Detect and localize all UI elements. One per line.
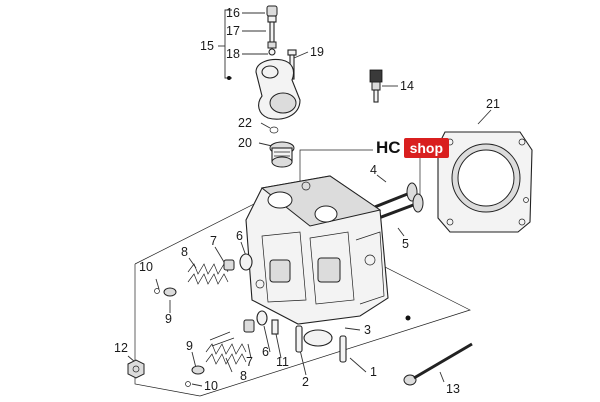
part-16-cap (266, 5, 278, 23)
callout-6-lower: 6 (262, 345, 269, 359)
callout-18: 18 (226, 47, 240, 61)
callout-5: 5 (402, 237, 409, 251)
callout-4: 4 (370, 163, 377, 177)
callout-7-upper: 7 (210, 234, 217, 248)
callout-9-lower: 9 (186, 339, 193, 353)
part-21-gasket (437, 131, 533, 233)
callout-22: 22 (238, 116, 252, 130)
part-10-keeper-upper (154, 288, 160, 294)
part-20-thermostat (269, 141, 295, 168)
callout-11: 11 (276, 355, 289, 369)
callout-16: 16 (226, 6, 240, 20)
hcshop-logo: HC shop (373, 138, 465, 158)
callout-8-lower: 8 (240, 369, 247, 383)
part-13-stud (403, 342, 473, 386)
logo-hc-text: HC (373, 138, 404, 158)
logo-shop-text: shop (403, 138, 450, 158)
callout-1: 1 (370, 365, 377, 379)
callout-12: 12 (114, 341, 128, 355)
part-7-retainer-upper (223, 259, 235, 271)
callout-10-lower: 10 (204, 379, 218, 393)
part-3-oring (303, 329, 333, 347)
callout-3: 3 (364, 323, 371, 337)
part-22-oring (269, 126, 279, 134)
bracket-15 (218, 9, 232, 80)
part-12-nut (127, 359, 145, 379)
part-6-seal-lower (256, 310, 268, 326)
callouts: 16 17 15 18 19 14 21 22 20 4 5 8 7 6 10 … (114, 6, 500, 396)
part-7-retainer-lower (243, 319, 255, 333)
leader-lines (127, 12, 492, 387)
callout-15: 15 (200, 39, 214, 53)
part-1-cylinder-head (245, 175, 389, 325)
callout-13: 13 (446, 382, 460, 396)
part-11-guide (271, 319, 279, 335)
callout-21: 21 (486, 97, 500, 111)
part-17-18-stem (267, 21, 277, 56)
thermostat-housing (255, 58, 301, 120)
part-6-seal-upper (239, 253, 253, 271)
part-2-dowels (295, 325, 347, 363)
callout-6-upper: 6 (236, 229, 243, 243)
part-9-washer-lower (191, 365, 205, 375)
callout-9-upper: 9 (165, 312, 172, 326)
part-9-washer-upper (163, 287, 177, 297)
part-14-sensor (369, 69, 383, 103)
callout-2: 2 (302, 375, 309, 389)
callout-14: 14 (400, 79, 414, 93)
part-10-keeper-lower (185, 381, 191, 387)
callout-17: 17 (226, 24, 240, 38)
callout-20: 20 (238, 136, 252, 150)
callout-8-upper: 8 (181, 245, 188, 259)
part-8-spring-lower (205, 331, 247, 365)
callout-10-upper: 10 (139, 260, 153, 274)
part-8-spring-upper (187, 263, 229, 285)
callout-7-lower: 7 (246, 355, 253, 369)
callout-19: 19 (310, 45, 324, 59)
